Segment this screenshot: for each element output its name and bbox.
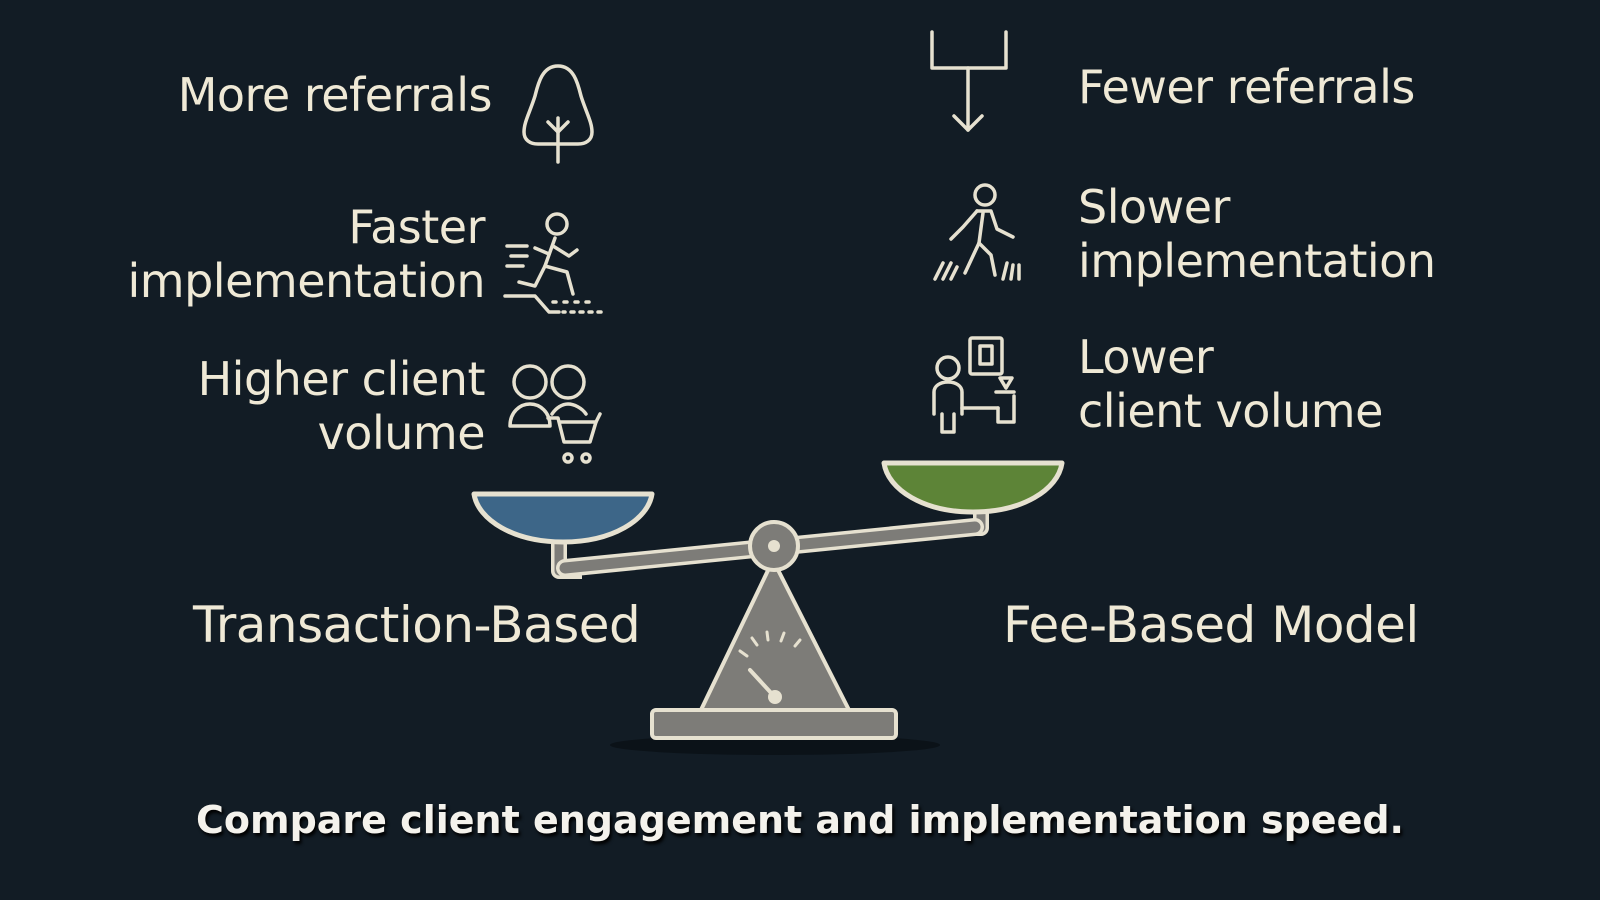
funnel-down-arrow-icon xyxy=(930,30,1010,140)
more-referrals-label: More referrals xyxy=(177,68,493,122)
scale-base xyxy=(650,708,898,740)
person-document-icon xyxy=(930,336,1035,441)
higher-client-volume-label: Higher client volume xyxy=(197,352,486,460)
caption: Compare client engagement and implementa… xyxy=(196,798,1404,842)
gauge-dial-icon xyxy=(738,630,802,697)
scale-stand xyxy=(698,558,852,714)
walking-person-icon xyxy=(933,183,1033,288)
fee-pan xyxy=(881,460,1065,515)
tree-icon xyxy=(518,60,598,165)
transaction-pan xyxy=(471,491,655,545)
transaction-based-label: Transaction-Based xyxy=(193,596,641,654)
faster-implementation-label: Faster implementation xyxy=(127,200,486,308)
running-person-icon xyxy=(503,210,615,320)
fewer-referrals-label: Fewer referrals xyxy=(1078,60,1415,114)
slower-implementation-label: Slower implementation xyxy=(1078,180,1436,288)
clients-cart-icon xyxy=(508,362,608,472)
lower-client-volume-label: Lower client volume xyxy=(1078,330,1383,438)
fee-based-model-label: Fee-Based Model xyxy=(1003,596,1419,654)
